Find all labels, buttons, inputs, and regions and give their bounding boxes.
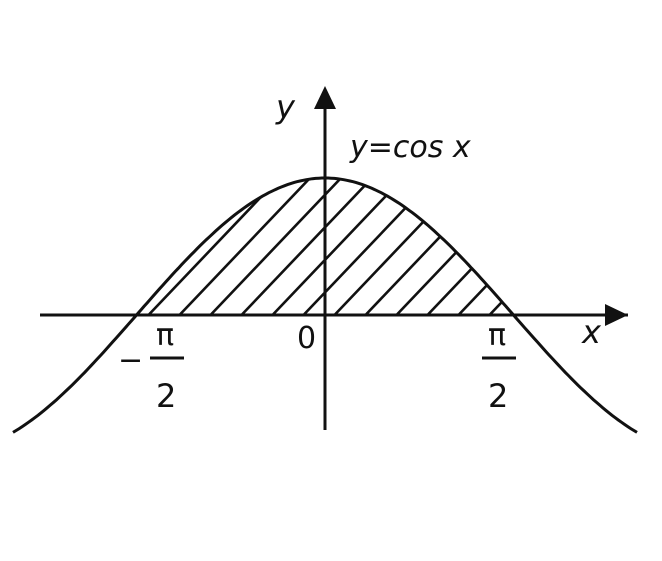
tick-label-pi-over-2: π 2 (482, 318, 516, 415)
hatch-line (136, 178, 160, 315)
hatch-line (136, 178, 253, 315)
hatch-line (333, 178, 501, 315)
x-axis-label: x (581, 313, 602, 351)
tick-sign: − (118, 343, 143, 378)
hatch-line (552, 142, 662, 315)
hatch-line (614, 142, 662, 315)
tick-denominator: 2 (156, 377, 176, 415)
x-axis-arrow (605, 304, 628, 326)
hatch-line (136, 178, 284, 315)
hatch-line (136, 178, 222, 315)
hatch-line (521, 142, 662, 315)
hatch-line (645, 142, 662, 315)
tick-denominator: 2 (488, 377, 508, 415)
hatch-line (209, 178, 377, 315)
tick-numerator: π (156, 318, 174, 353)
tick-numerator: π (488, 318, 506, 353)
hatch-line (136, 178, 191, 315)
origin-label: 0 (297, 321, 316, 356)
y-axis-label: y (275, 88, 296, 126)
hatch-line (302, 178, 470, 315)
function-label: y=cos x (349, 130, 471, 165)
hatched-region (0, 142, 662, 315)
hatch-line (147, 178, 315, 315)
hatch-line (364, 178, 514, 315)
hatch-line (0, 142, 128, 315)
cosine-curve (12, 176, 638, 434)
hatch-line (395, 178, 514, 315)
hatch-line (0, 142, 97, 315)
hatch-line (583, 142, 662, 315)
hatch-line (0, 142, 66, 315)
hatch-line (457, 178, 514, 315)
hatch-line (426, 178, 514, 315)
y-axis-arrow (314, 86, 336, 109)
hatch-line (178, 178, 346, 315)
tick-label-neg-pi-over-2: − π 2 (118, 318, 184, 415)
hatch-line (271, 178, 439, 315)
hatch-line (488, 178, 514, 315)
